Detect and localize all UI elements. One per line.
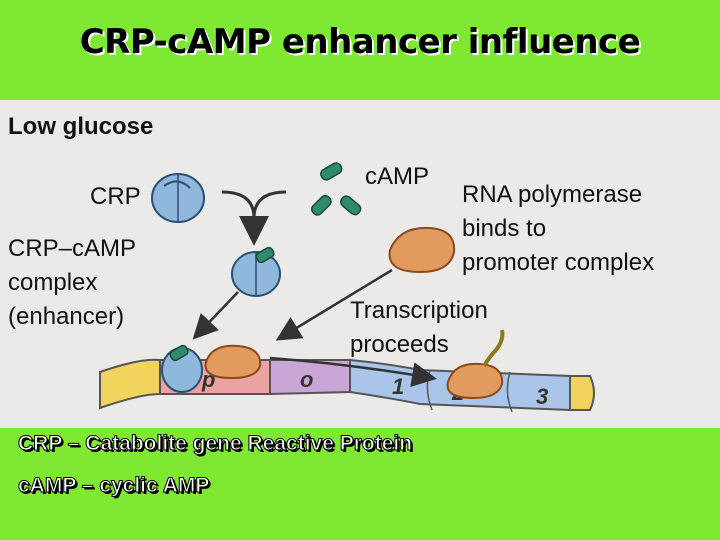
crp-camp-diagram: Low glucose CRP cAMP CRP–cAMP complex (e… — [0, 100, 720, 428]
slide-title: CRP-cAMP enhancer influence — [79, 22, 641, 62]
dna-segment-gene-3: 3 — [536, 384, 548, 409]
rna-polymerase-free — [388, 226, 456, 274]
glossary-camp: cAMP – cyclic AMP — [18, 474, 210, 498]
rnap-label-line2: binds to — [462, 215, 546, 242]
glossary: CRP – Catabolite gene Reactive Protein c… — [18, 432, 708, 516]
complex-label-line1: CRP–cAMP — [8, 235, 136, 262]
binding-bracket — [221, 190, 287, 219]
complex-label-line2: complex — [8, 269, 97, 296]
crp-bound-on-dna — [161, 344, 203, 393]
heading-low-glucose: Low glucose — [8, 113, 153, 140]
camp-molecules — [311, 162, 362, 216]
rnap-label-line3: promoter complex — [462, 249, 654, 276]
mrna-strand — [482, 329, 505, 368]
glossary-crp: CRP – Catabolite gene Reactive Protein — [18, 432, 413, 456]
rna-polymerase-transcribing — [446, 329, 505, 400]
diagram-canvas: Low glucose CRP cAMP CRP–cAMP complex (e… — [8, 113, 654, 413]
rna-polymerase-on-promoter — [204, 344, 262, 380]
crp-protein-free — [151, 173, 205, 223]
camp-label: cAMP — [365, 163, 429, 190]
transcription-label-line1: Transcription — [350, 297, 488, 324]
dna-segment-gene-1: 1 — [392, 374, 404, 399]
transcription-arrow — [269, 356, 437, 387]
transcription-label-line2: proceeds — [350, 331, 449, 358]
dna-segment-operator: o — [300, 367, 313, 392]
crp-label: CRP — [90, 183, 141, 210]
arrow-complex-to-dna — [192, 291, 239, 340]
complex-label-line3: (enhancer) — [8, 303, 124, 330]
crp-camp-complex — [231, 246, 281, 297]
rnap-label-line1: RNA polymerase — [462, 181, 642, 208]
arrow-rnap-to-dna — [275, 268, 393, 341]
